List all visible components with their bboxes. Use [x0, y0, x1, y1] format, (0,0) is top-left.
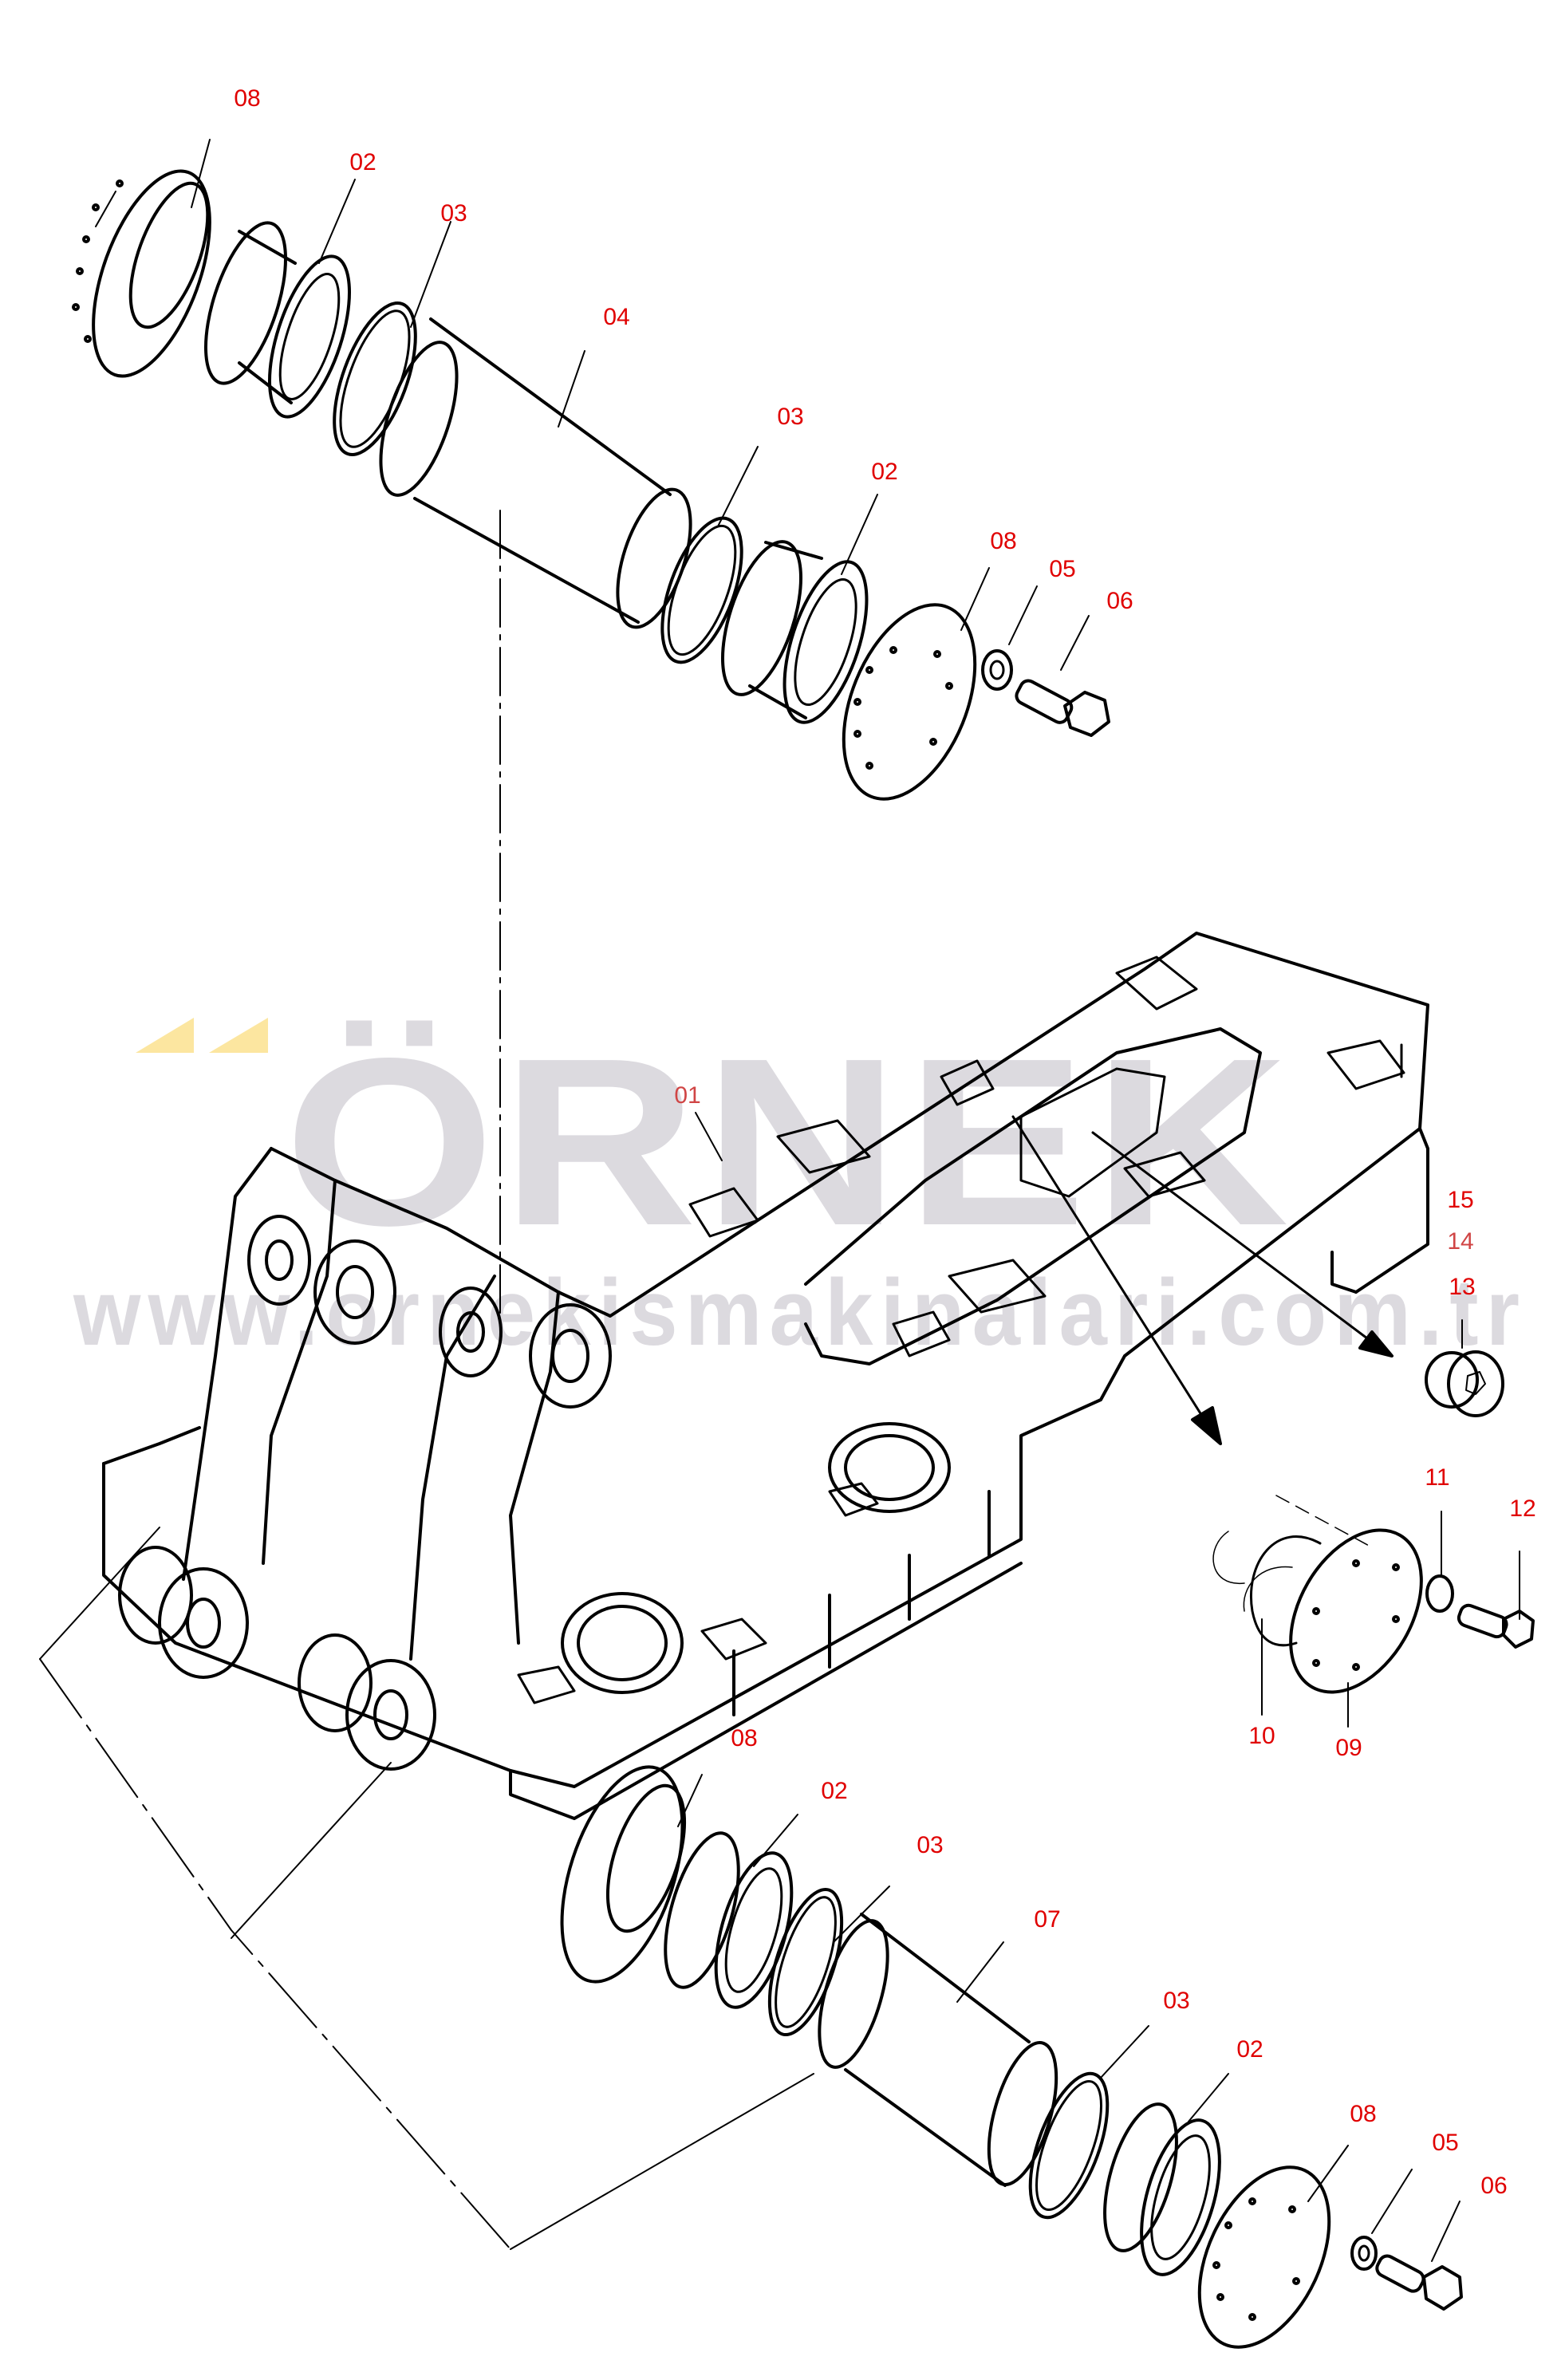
callout-10: 10: [1248, 1723, 1275, 1749]
callout-03-upper-left: 03: [440, 200, 467, 227]
watermark-brand: ÖRNEK: [284, 1008, 1295, 1276]
lower-bushing-02: [664, 1814, 798, 2009]
callout-14: 14: [1447, 1228, 1474, 1255]
upper-washer-05: [981, 585, 1038, 691]
snap-ring-10: [1212, 1531, 1322, 1716]
lower-end-plate-08: [560, 1765, 703, 1984]
callout-02-upper-left: 02: [349, 149, 376, 175]
bolt-12: [1457, 1551, 1535, 1649]
callout-11: 11: [1425, 1464, 1450, 1491]
callout-05-lower: 05: [1432, 2130, 1459, 2156]
callout-09: 09: [1335, 1735, 1362, 1761]
callout-08-lower-left: 08: [731, 1725, 758, 1752]
cover-plate-09: [1289, 1528, 1423, 1728]
lower-bolt-06: [1375, 2201, 1463, 2311]
main-frame-01: [102, 932, 1429, 1820]
lower-seal-03b: [1028, 2025, 1149, 2220]
plug-13: [1425, 1319, 1504, 1417]
lower-pin-07: [818, 1913, 1058, 2187]
callout-12: 12: [1509, 1495, 1536, 1522]
callout-02-lower-left: 02: [821, 1778, 848, 1804]
lower-washer-05: [1350, 2169, 1413, 2271]
lower-bushing-02b: [1103, 2073, 1229, 2276]
upper-bushing-02: [203, 179, 356, 419]
upper-bolt-06: [1015, 615, 1110, 737]
callout-03-lower-left: 03: [917, 1832, 944, 1858]
callout-02-lower-right: 02: [1236, 2036, 1263, 2063]
callout-07: 07: [1034, 1906, 1061, 1933]
lock-washer-11: [1425, 1511, 1454, 1613]
callout-08-upper-left: 08: [234, 85, 261, 112]
callout-04: 04: [603, 304, 630, 330]
callout-03-upper-right: 03: [777, 404, 804, 430]
arrow-to-plug: [1091, 1131, 1394, 1357]
callout-06-lower: 06: [1480, 2173, 1508, 2199]
callout-03-lower-right: 03: [1163, 1988, 1190, 2014]
upper-seal-03b: [660, 446, 759, 664]
callout-08-upper-right: 08: [990, 528, 1017, 554]
upper-bushing-02b: [720, 494, 878, 724]
arrow-to-cover: [1011, 1115, 1222, 1445]
upper-end-plate-08: [72, 139, 211, 378]
callout-15: 15: [1447, 1187, 1474, 1213]
lower-seal-03: [767, 1885, 890, 2037]
callout-06-upper: 06: [1106, 588, 1133, 614]
lower-end-plate-08b: [1197, 2145, 1349, 2349]
callout-13: 13: [1449, 1274, 1476, 1300]
callout-08-lower-right: 08: [1350, 2101, 1377, 2127]
callout-05-upper: 05: [1049, 556, 1076, 582]
upper-end-plate-08b: [842, 567, 990, 801]
upper-pin-04: [379, 317, 692, 629]
callout-01: 01: [674, 1082, 701, 1109]
callout-02-upper-right: 02: [871, 459, 898, 485]
